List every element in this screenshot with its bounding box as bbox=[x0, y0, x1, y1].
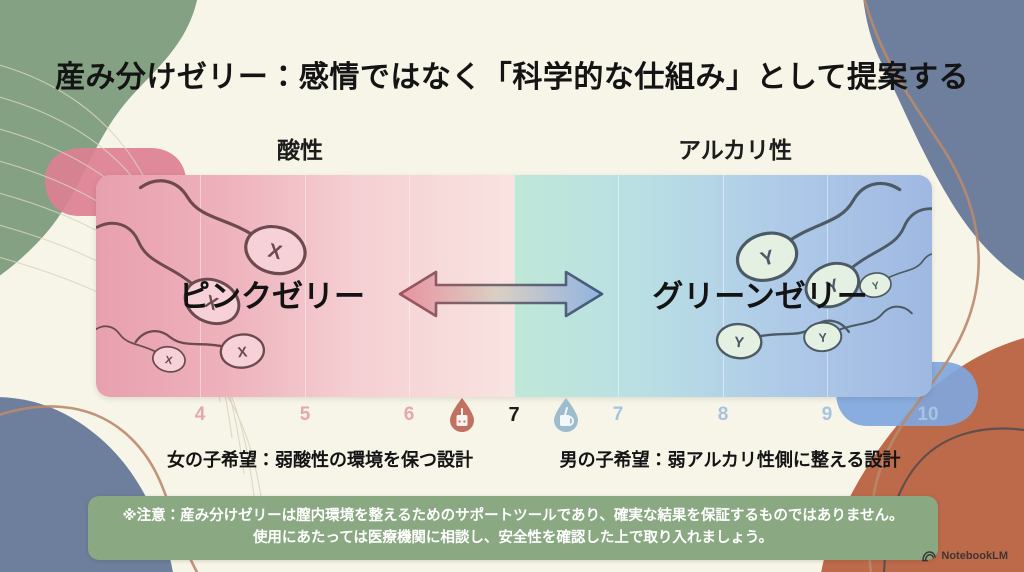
caption-girl: 女の子希望：弱酸性の環境を保つ設計 bbox=[167, 450, 473, 470]
pink-jelly-label: ピンクゼリー bbox=[179, 279, 365, 314]
disclaimer-line-1: ※注意：産み分けゼリーは膣内環境を整えるためのサポートツールであり、確実な結果を… bbox=[122, 508, 904, 524]
tick-10: 10 bbox=[917, 404, 939, 425]
ph-tick-row: 4 5 6 7 7 8 9 10 bbox=[96, 398, 939, 434]
acid-header: 酸性 bbox=[277, 137, 323, 163]
alkaline-header: アルカリ性 bbox=[677, 137, 793, 163]
notebooklm-logo-icon bbox=[922, 551, 937, 562]
green-jelly-label: グリーンゼリー bbox=[652, 279, 868, 314]
tick-4: 4 bbox=[194, 404, 206, 425]
arrow-icon bbox=[398, 270, 604, 318]
blob-blue-topright bbox=[863, 0, 1024, 281]
tick-6: 6 bbox=[403, 404, 415, 425]
tick-7-neutral: 7 bbox=[508, 404, 520, 426]
line-brown-right bbox=[863, 0, 980, 572]
acid-drop-marker-icon bbox=[450, 398, 474, 432]
disclaimer-note: ※注意：産み分けゼリーは膣内環境を整えるためのサポートツールであり、確実な結果を… bbox=[88, 496, 938, 560]
tick-7-alkaline: 7 bbox=[612, 404, 624, 425]
blob-green-topleft bbox=[0, 0, 197, 276]
page-title: 産み分けゼリー：感情ではなく「科学的な仕組み」として提案する bbox=[54, 61, 970, 94]
alkaline-drop-marker-icon bbox=[554, 398, 578, 432]
notebooklm-label: NotebookLM bbox=[941, 550, 1008, 562]
tick-5: 5 bbox=[299, 404, 311, 425]
bidirectional-arrow bbox=[396, 266, 606, 322]
disclaimer-line-2: 使用にあたっては医療機関に相談し、安全性を確認した上で取り入れましょう。 bbox=[252, 530, 774, 547]
tick-8: 8 bbox=[717, 404, 729, 425]
tick-9: 9 bbox=[821, 404, 833, 425]
caption-boy: 男の子希望：弱アルカリ性側に整える設計 bbox=[559, 450, 901, 470]
notebooklm-watermark: NotebookLM bbox=[922, 550, 1008, 562]
